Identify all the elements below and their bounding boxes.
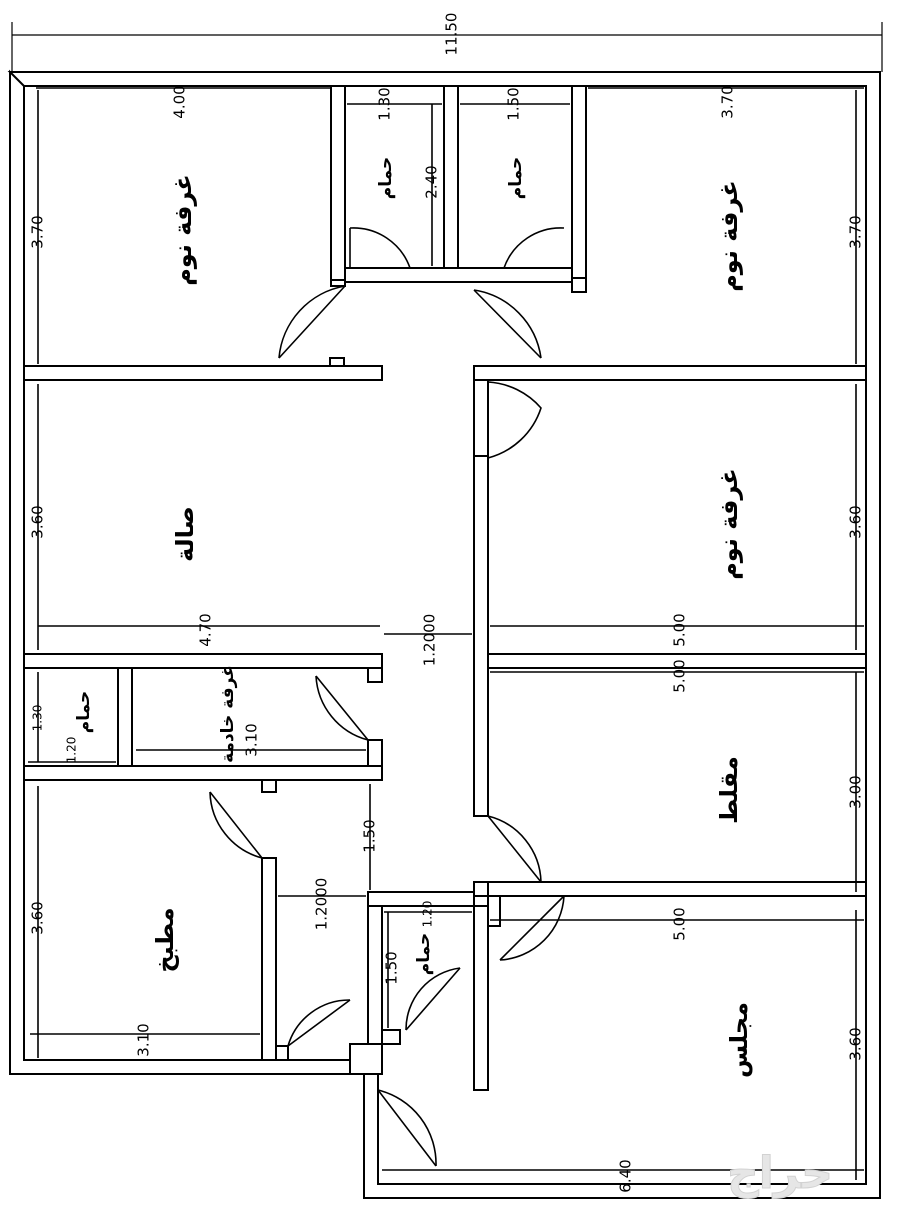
dim-mid-right-room-depth: 3.60 <box>847 505 865 538</box>
room-labels: غرفة نوم حمام حمام غرفة نوم صالة غرفة نو… <box>74 157 753 1078</box>
dim-maid-bath-width: 1.20 <box>65 737 79 764</box>
dim-bath-1-width: 1.30 <box>376 87 394 120</box>
dim-top-left-room-width: 4.00 <box>171 85 189 118</box>
room-bedroom-top-left: غرفة نوم <box>169 174 197 286</box>
dim-bath-2-width: 1.50 <box>505 87 523 120</box>
overall-dimension: 11.50 <box>11 13 883 72</box>
dim-maid-room-width: 3.10 <box>243 723 261 756</box>
room-bath-2: حمام <box>506 157 526 200</box>
room-storage: مقلط <box>715 756 743 824</box>
dim-lower-corridor-width: 1.2000 <box>313 878 331 931</box>
dim-bath-1-depth: 2.40 <box>423 165 441 198</box>
dim-entry-length: 1.50 <box>361 819 379 852</box>
dim-majlis-depth: 3.60 <box>847 1027 865 1060</box>
room-majlis: مجلس <box>725 1002 753 1078</box>
dim-top-right-room-width: 3.70 <box>719 85 737 118</box>
dim-maid-room-height: 1.30 <box>31 705 45 732</box>
dimension-labels: 4.00 3.70 1.30 2.40 1.50 3.70 3.70 3.60 … <box>29 85 865 1192</box>
dim-small-bath-width: 1.20 <box>421 901 435 928</box>
dim-overall-width: 11.50 <box>443 13 461 56</box>
maid-room-partition <box>117 668 133 716</box>
dim-mid-right-room-width: 5.00 <box>671 613 689 646</box>
watermark: حراج <box>727 1148 833 1199</box>
dim-top-right-room-depth: 3.70 <box>847 215 865 248</box>
door-swings <box>209 227 565 1167</box>
room-bedroom-mid-right: غرفة نوم <box>715 468 743 580</box>
dim-kitchen-depth: 3.60 <box>29 901 47 934</box>
dim-hall-depth: 3.60 <box>29 505 47 538</box>
room-hall: صالة <box>171 506 199 562</box>
dim-corridor-width: 1.2000 <box>421 614 439 667</box>
interior-walls <box>23 85 867 1091</box>
dim-storage-width: 5.00 <box>671 659 689 692</box>
room-kitchen: مطبخ <box>151 907 179 972</box>
dim-kitchen-width: 3.10 <box>135 1023 153 1056</box>
dim-majlis-width-top: 5.00 <box>671 907 689 940</box>
room-maid-bath: حمام <box>74 691 94 734</box>
room-bath-1: حمام <box>376 157 396 200</box>
dim-top-left-room-depth: 3.70 <box>29 215 47 248</box>
room-bedroom-top-right: غرفة نوم <box>715 180 743 292</box>
room-small-bath: حمام <box>414 933 434 976</box>
dim-hall-width: 4.70 <box>197 613 215 646</box>
exterior-walls <box>7 69 881 1199</box>
room-maid-room: غرفة خادمة <box>218 665 238 763</box>
dim-storage-depth: 3.00 <box>847 775 865 808</box>
dim-small-bath-depth: 1.50 <box>383 951 401 984</box>
dimension-lines <box>28 87 864 1180</box>
dim-majlis-width-bottom: 6.40 <box>617 1159 635 1192</box>
